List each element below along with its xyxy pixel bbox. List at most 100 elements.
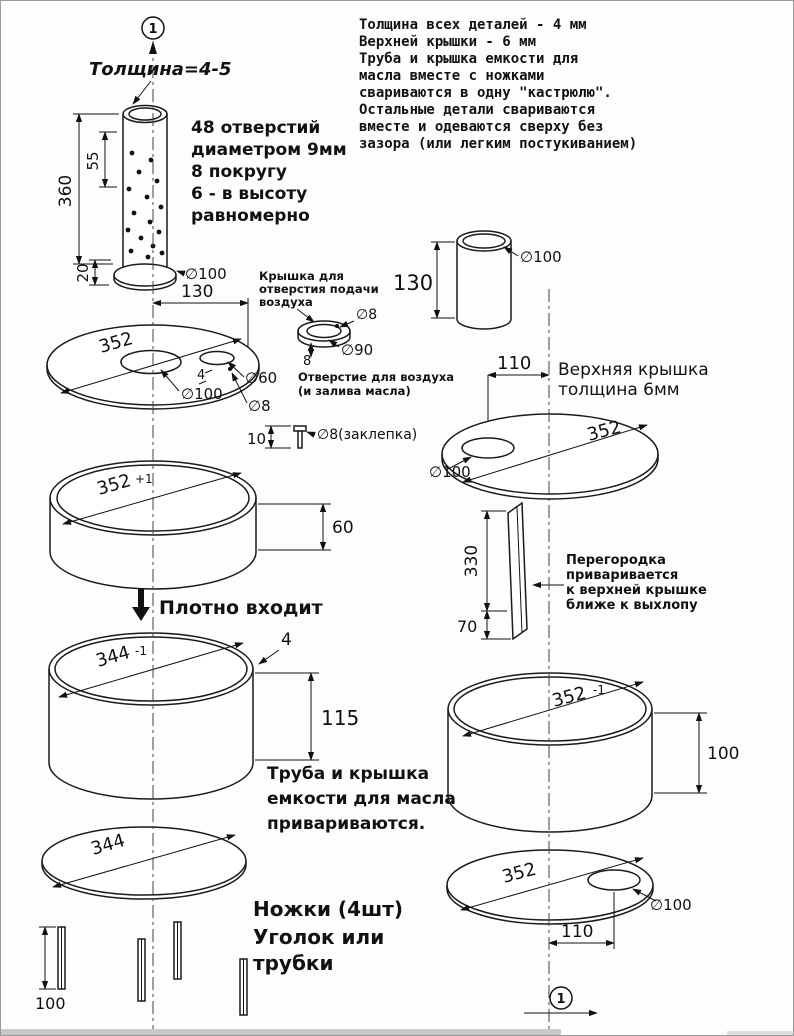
partition-plate	[507, 501, 528, 641]
dim-130-right: 130	[393, 241, 455, 319]
dim-110-bottom: 110	[548, 892, 615, 949]
svg-text:толщина 6мм: толщина 6мм	[558, 380, 680, 400]
upper-body-inner	[453, 676, 647, 742]
pot-walls	[48, 669, 254, 763]
tube-flange-rim	[113, 275, 177, 291]
disc-344: 344	[41, 826, 247, 900]
air-cover-dia8-leader	[339, 320, 355, 328]
air-cover-label: Крышка для отверстия подачи воздуха	[259, 269, 379, 323]
svg-text:равномерно: равномерно	[191, 206, 310, 226]
svg-text:330: 330	[462, 545, 482, 577]
dim-100-legs: 100	[35, 926, 66, 1013]
dim-330: 330	[462, 510, 507, 612]
dim-20: 20	[74, 259, 111, 286]
svg-text:110: 110	[561, 922, 593, 942]
dim-55: 55	[84, 131, 117, 188]
svg-text:Труба и крышка: Труба и крышка	[267, 764, 429, 784]
svg-text:100: 100	[35, 994, 66, 1013]
exhaust-pipe	[456, 230, 512, 330]
svg-text:трубки: трубки	[253, 951, 334, 975]
svg-text:110: 110	[497, 353, 531, 374]
legs-label: Ножки (4шт) Уголок или трубки	[253, 897, 403, 975]
bottom-disc: 352	[446, 849, 654, 925]
svg-text:115: 115	[321, 706, 359, 730]
dim-130-left: 130	[152, 282, 249, 349]
svg-text:Отверстие для воздуха: Отверстие для воздуха	[298, 370, 454, 384]
svg-text:100: 100	[707, 744, 739, 764]
pot-inner	[54, 636, 248, 702]
svg-text:55: 55	[84, 151, 102, 170]
top-lid-disc: 352	[441, 413, 659, 500]
upper-body-walls	[447, 709, 653, 796]
pot-bottom	[48, 762, 254, 800]
svg-text:Остальные детали свариваются: Остальные детали свариваются	[359, 102, 595, 118]
tube-thickness-note: Толщина=4-5	[89, 59, 232, 80]
svg-text:360: 360	[56, 175, 76, 207]
pot-344: 344 -1	[48, 632, 254, 800]
partition-note: Перегородка приваривается к верхней крыш…	[532, 553, 707, 613]
svg-text:Верхней крышки - 6 мм: Верхней крышки - 6 мм	[359, 34, 536, 50]
svg-text:20: 20	[74, 263, 92, 282]
svg-text:70: 70	[457, 617, 477, 636]
air-cover-inner	[306, 323, 342, 339]
svg-text:Уголок или: Уголок или	[253, 925, 384, 949]
svg-text:Крышка для: Крышка для	[259, 269, 344, 283]
dim-60: 60	[258, 503, 354, 551]
tube-walls	[122, 114, 168, 273]
pipe-dia100-leader	[503, 246, 519, 257]
section-mark-top: 1	[141, 16, 165, 54]
tube-holes	[125, 150, 165, 260]
dim-115: 115	[255, 672, 359, 761]
svg-text:8: 8	[303, 354, 311, 369]
svg-text:ближе к выхлопу: ближе к выхлопу	[566, 598, 698, 613]
perforated-tube	[113, 104, 177, 291]
svg-text:6 - в высоту: 6 - в высоту	[191, 184, 307, 204]
fit-note: Плотно входит	[132, 589, 323, 621]
pipe-walls	[456, 241, 512, 319]
rivet-stem	[297, 430, 303, 449]
bottom-disc-dia100-leader	[632, 888, 657, 902]
svg-text:привариваются.: привариваются.	[267, 814, 425, 834]
tube-flange-dia: ∅100	[185, 265, 227, 283]
svg-text:вместе и одеваются сверху без: вместе и одеваются сверху без	[359, 119, 603, 135]
air-cover-dia8: ∅8	[356, 307, 377, 323]
tube-thickness-leader	[132, 80, 152, 105]
partition-thickness	[516, 506, 523, 634]
pot-top	[48, 632, 254, 706]
svg-text:130: 130	[393, 271, 433, 295]
pot-dim4: 4	[281, 630, 292, 650]
air-hole-label: Отверстие для воздуха (и залива масла)	[298, 370, 454, 398]
upper-body-top	[447, 672, 653, 746]
svg-text:60: 60	[332, 518, 354, 538]
svg-text:Плотно входит: Плотно входит	[159, 597, 323, 619]
section-mark-bottom: 1	[524, 986, 598, 1017]
pot-dim4-leader	[258, 649, 280, 665]
pipe-dia100: ∅100	[520, 248, 562, 266]
svg-text:отверстия подачи: отверстия подачи	[259, 282, 379, 296]
partition-face	[507, 501, 528, 641]
tube-flange	[113, 263, 177, 287]
down-arrow-icon	[132, 607, 150, 621]
section-circle	[141, 16, 165, 40]
svg-text:зазора (или легким постукивани: зазора (или легким постукиванием)	[359, 136, 637, 152]
section-circle-bottom	[549, 986, 573, 1010]
top-lid-face	[441, 413, 659, 495]
tank-lid-dia-line	[60, 338, 242, 394]
scan-artifact-strip-right	[727, 1031, 793, 1035]
tube-holes-note: 48 отверстий диаметром 9мм 8 покругу 6 -…	[191, 118, 347, 226]
tank-lid-dia100-leader	[160, 369, 180, 392]
header-note: Толщина всех деталей - 4 мм Верхней крыш…	[359, 17, 637, 152]
svg-text:Ножки (4шт): Ножки (4шт)	[253, 897, 403, 921]
svg-text:48 отверстий: 48 отверстий	[191, 118, 320, 138]
pipe-bottom	[456, 318, 512, 330]
svg-text:130: 130	[181, 282, 213, 302]
svg-text:Верхняя крышка: Верхняя крышка	[558, 360, 709, 380]
svg-text:8 покругу: 8 покругу	[191, 162, 287, 182]
ring-352-walls	[49, 498, 257, 552]
bottom-disc-dia100: ∅100	[650, 896, 692, 914]
tank-lid-dia60-leader	[227, 361, 245, 378]
air-cover-rim	[297, 331, 351, 348]
svg-text:масла вместе с ножками: масла вместе с ножками	[359, 68, 544, 84]
